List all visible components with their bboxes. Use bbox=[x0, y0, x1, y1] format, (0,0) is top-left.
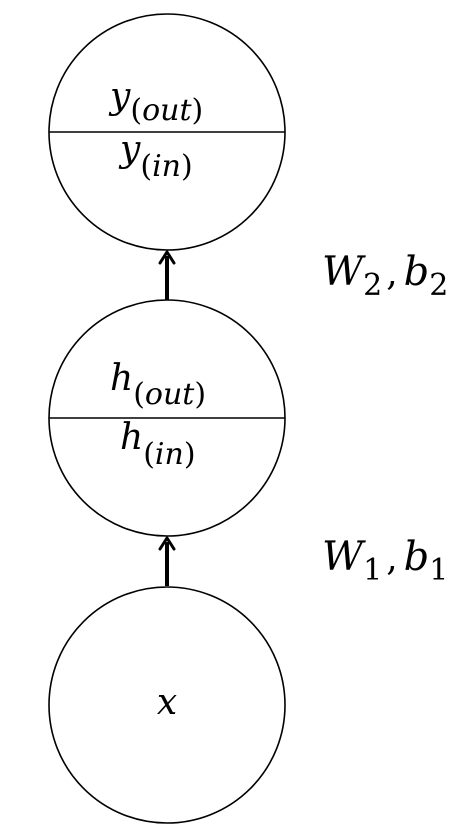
arrow-hidden-to-output-head bbox=[158, 250, 176, 265]
output-node: y(out) y(in) bbox=[48, 13, 286, 251]
output-top-close-paren: ) bbox=[192, 93, 204, 128]
hidden-bottom-open-paren: ( bbox=[143, 437, 155, 472]
weight1-symbol: W bbox=[322, 534, 366, 580]
output-bottom-open-paren: ( bbox=[140, 149, 152, 184]
output-bottom-subscript: in bbox=[152, 149, 181, 184]
input-node: x bbox=[48, 586, 286, 824]
hidden-node: h(out) h(in) bbox=[48, 299, 286, 537]
weight2-subscript: 2 bbox=[363, 268, 382, 303]
hidden-top-close-paren: ) bbox=[194, 377, 206, 412]
output-top-subscript: out bbox=[142, 93, 192, 128]
weight2-separator: , bbox=[386, 253, 397, 294]
hidden-top-open-paren: ( bbox=[133, 377, 145, 412]
output-top-symbol: y bbox=[108, 76, 131, 117]
output-top-open-paren: ( bbox=[130, 93, 142, 128]
output-bottom-close-paren: ) bbox=[181, 149, 193, 184]
output-node-bottom-label: y(in) bbox=[118, 129, 193, 184]
hidden-top-subscript: out bbox=[145, 377, 195, 412]
input-node-label: x bbox=[157, 682, 177, 723]
weight-label-layer2: W2,b2 bbox=[322, 249, 448, 303]
hidden-bottom-close-paren: ) bbox=[184, 437, 196, 472]
hidden-top-symbol: h bbox=[110, 358, 133, 399]
weight-label-layer1: W1,b1 bbox=[322, 534, 448, 588]
bias1-symbol: b bbox=[404, 534, 430, 580]
bias2-subscript: 2 bbox=[429, 268, 448, 303]
bias1-subscript: 1 bbox=[429, 553, 448, 588]
output-node-top-label: y(out) bbox=[108, 76, 203, 128]
weight1-separator: , bbox=[386, 538, 397, 579]
input-node-circle bbox=[48, 586, 286, 824]
bias2-symbol: b bbox=[404, 249, 430, 295]
hidden-node-bottom-label: h(in) bbox=[120, 417, 196, 472]
hidden-bottom-symbol: h bbox=[120, 417, 143, 458]
weight1-subscript: 1 bbox=[363, 553, 382, 588]
arrow-input-to-hidden-head bbox=[158, 536, 176, 551]
hidden-bottom-subscript: in bbox=[155, 437, 184, 472]
output-bottom-symbol: y bbox=[118, 129, 141, 170]
hidden-node-top-label: h(out) bbox=[110, 358, 206, 412]
arrow-hidden-to-output bbox=[158, 250, 176, 300]
arrow-input-to-hidden bbox=[158, 536, 176, 586]
weight2-symbol: W bbox=[322, 249, 366, 295]
